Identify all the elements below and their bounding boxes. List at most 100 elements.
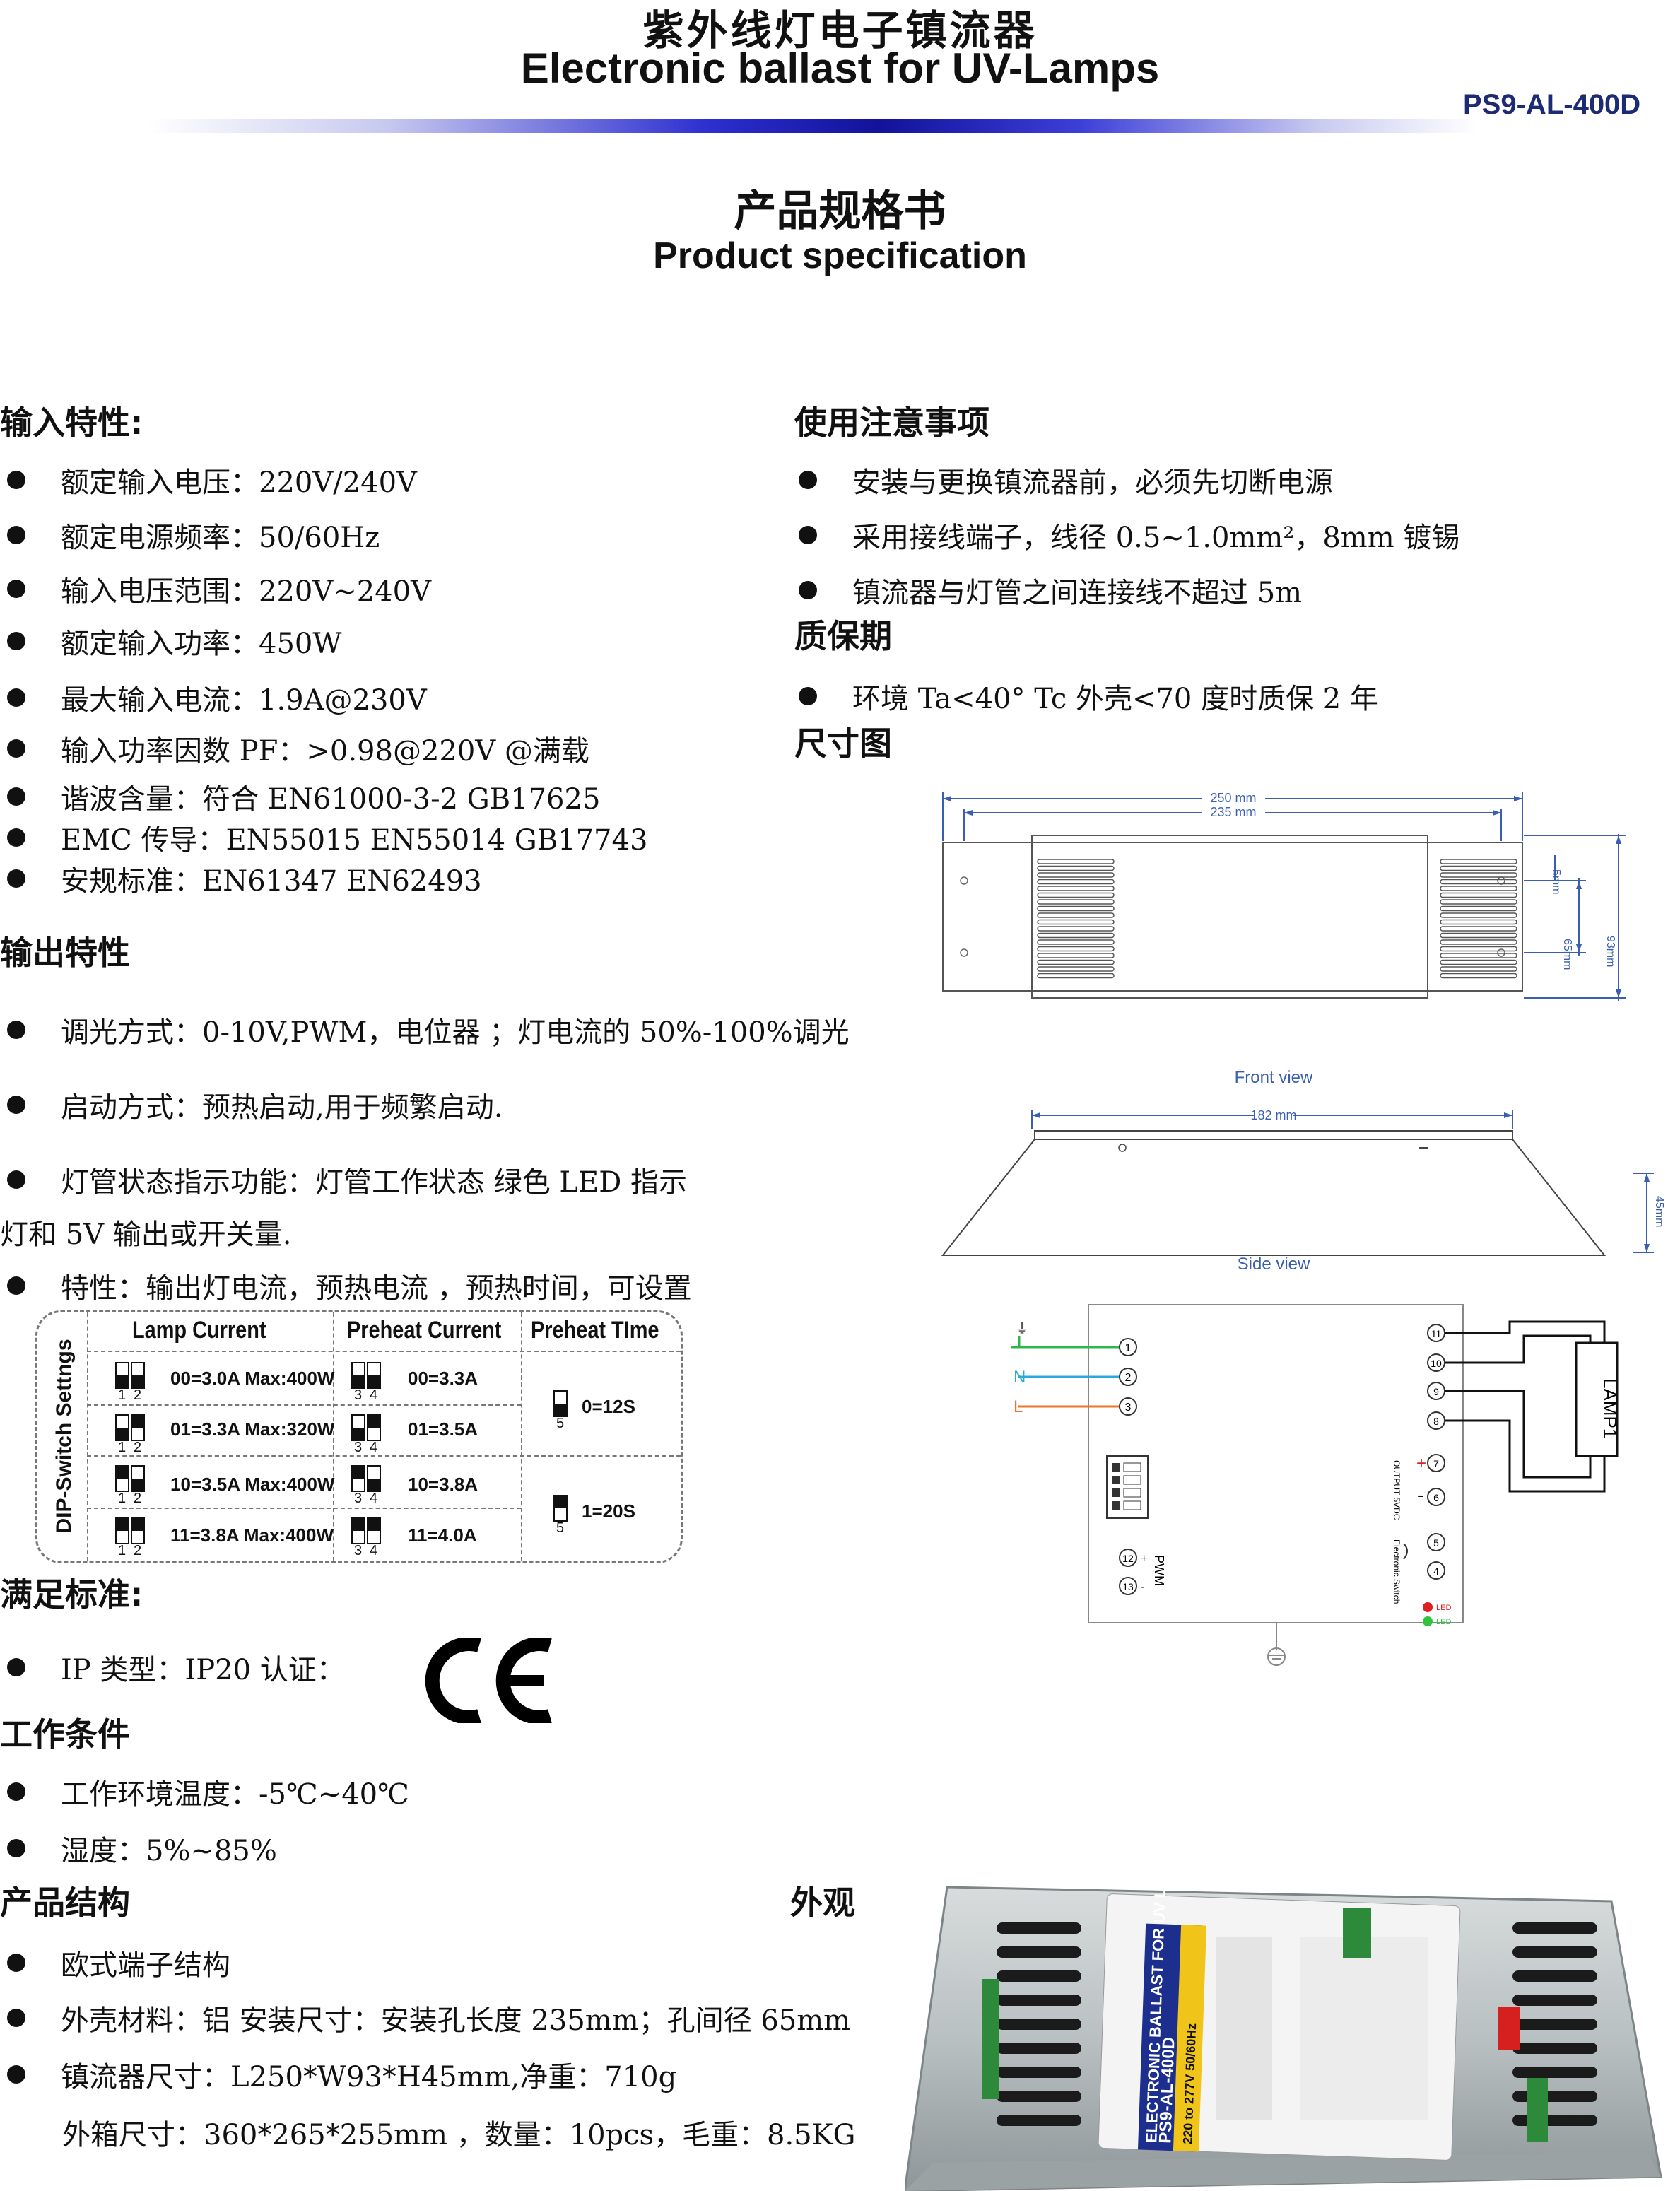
terminal-8: 8 bbox=[1433, 1416, 1439, 1427]
vent-slot bbox=[1512, 1970, 1597, 1982]
dip-switch-table: DIP-Switch Settngs Lamp Current Preheat … bbox=[35, 1310, 683, 1563]
structure-item: 外壳材料：铝 安装尺寸：安装孔长度 235mm；孔间径 65mm bbox=[7, 1997, 850, 2038]
title-en: Electronic ballast for UV-Lamps bbox=[520, 45, 1160, 92]
dip-header-lamp: Lamp Current bbox=[132, 1317, 266, 1344]
dip-side-label: DIP-Switch Settngs bbox=[52, 1339, 76, 1534]
vent-slot bbox=[997, 2019, 1081, 2030]
vent-slot bbox=[997, 1995, 1081, 2006]
vent-slot bbox=[1512, 2067, 1597, 2078]
input-heading: 输入特性: bbox=[0, 404, 143, 442]
title-cn: 紫外线灯电子镇流器 bbox=[642, 6, 1038, 54]
heatsink-fin bbox=[1440, 859, 1517, 864]
vent-slot bbox=[1512, 2019, 1597, 2030]
structure-item: 镇流器尺寸：L250*W93*H45mm,净重：710g bbox=[7, 2054, 676, 2095]
svg-text:+: + bbox=[1141, 1553, 1147, 1565]
input-item: 输入功率因数 PF：>0.98@220V @满载 bbox=[7, 728, 589, 769]
spec-title-cn: 产品规格书 bbox=[734, 187, 946, 236]
input-item: 安规标准：EN61347 EN62493 bbox=[7, 858, 482, 899]
heatsink-fin bbox=[1037, 905, 1115, 912]
conditions-heading: 工作条件 bbox=[0, 1715, 130, 1754]
input-item: 额定电源频率：50/60Hz bbox=[7, 515, 380, 556]
dip-lamp-row: 11=3.8A Max:400W bbox=[170, 1525, 334, 1546]
earth-icon: ⏚ bbox=[1015, 1321, 1029, 1337]
heatsink-fin bbox=[1037, 879, 1115, 885]
pwm-label: PWM bbox=[1152, 1555, 1166, 1586]
switch-label: Electronic Switch bbox=[1392, 1539, 1402, 1604]
heatsink-fin bbox=[1037, 912, 1115, 918]
notes-heading: 使用注意事项 bbox=[794, 404, 989, 442]
structure-heading: 产品结构 bbox=[0, 1884, 130, 1922]
output-heading: 输出特性 bbox=[0, 934, 130, 972]
heatsink-fin bbox=[1440, 886, 1517, 891]
input-item: 最大输入电流：1.9A@230V bbox=[7, 677, 427, 718]
vent-slot bbox=[1512, 1922, 1597, 1934]
heatsink-fin bbox=[1440, 872, 1517, 878]
structure-item: 欧式端子结构 bbox=[7, 1942, 230, 1983]
heatsink-fin bbox=[1440, 973, 1517, 979]
heatsink-fin bbox=[1440, 953, 1517, 958]
heatsink-fin bbox=[1440, 865, 1517, 871]
heatsink-fin bbox=[1037, 932, 1115, 939]
heatsink-fin bbox=[1440, 899, 1517, 905]
heatsink-fin bbox=[1037, 959, 1115, 965]
heatsink-fin bbox=[1440, 905, 1517, 912]
header-gradient-bar bbox=[148, 119, 1477, 133]
input-item: 额定输入功率：450W bbox=[7, 621, 341, 662]
input-item: 额定输入电压：220V/240V bbox=[7, 459, 417, 500]
heatsink-fin bbox=[1037, 953, 1115, 958]
dimension-drawing: 250 mm 235 mm 5mm 65mm 93mm Front view 1… bbox=[941, 790, 1665, 1274]
ce-mark-icon bbox=[425, 1638, 552, 1723]
heatsink-fin bbox=[1037, 966, 1115, 972]
vent-slot bbox=[1512, 2091, 1597, 2102]
terminal-1: 1 bbox=[1125, 1342, 1132, 1354]
heatsink-fin bbox=[1440, 939, 1517, 945]
led-red-label: LED bbox=[1436, 1604, 1451, 1612]
dim-45-label: 45mm bbox=[1653, 1196, 1665, 1227]
dim-182-label: 182 mm bbox=[1250, 1108, 1296, 1122]
front-view-label: Front view bbox=[1235, 1068, 1313, 1087]
terminal-3: 3 bbox=[1125, 1402, 1132, 1414]
vent-slot bbox=[997, 2091, 1081, 2102]
standards-item: IP 类型：IP20 认证： bbox=[7, 1647, 345, 1688]
conditions-item: 湿度：5%~85% bbox=[7, 1828, 277, 1869]
spec-title-en: Product specification bbox=[653, 235, 1027, 276]
terminal-12: 12 bbox=[1122, 1553, 1134, 1564]
heatsink-fin bbox=[1037, 865, 1115, 871]
terminal-7: 7 bbox=[1433, 1458, 1439, 1469]
heatsink-fin bbox=[1037, 892, 1115, 898]
dimensions-heading: 尺寸图 bbox=[794, 724, 892, 763]
dim-5-label: 5mm bbox=[1550, 869, 1562, 895]
heatsink-fin bbox=[1037, 926, 1115, 932]
dim-93-label: 93mm bbox=[1604, 936, 1616, 967]
terminal-10: 10 bbox=[1431, 1358, 1442, 1369]
heatsink-fin bbox=[1037, 919, 1115, 925]
svg-text:-: - bbox=[1418, 1484, 1424, 1505]
dip-header-preheat-time: Preheat TIme bbox=[531, 1317, 659, 1344]
dip-header-preheat-current: Preheat Current bbox=[347, 1317, 502, 1344]
dip-preheat-row: 11=4.0A bbox=[408, 1525, 477, 1546]
terminal-11: 11 bbox=[1431, 1328, 1442, 1339]
terminal-4: 4 bbox=[1433, 1566, 1439, 1577]
dip-preheat-row: 01=3.5A bbox=[408, 1418, 478, 1440]
heatsink-fin bbox=[1037, 973, 1115, 979]
appearance-heading: 外观 bbox=[790, 1884, 855, 1922]
svg-text:+: + bbox=[1416, 1454, 1426, 1473]
heatsink-fin bbox=[1440, 959, 1517, 965]
dip-lamp-row: 00=3.0A Max:400W bbox=[170, 1368, 335, 1389]
vent-slot bbox=[1512, 1995, 1597, 2006]
heatsink-fin bbox=[1440, 912, 1517, 918]
output-item: 灯管状态指示功能：灯管工作状态 绿色 LED 指示 bbox=[7, 1159, 687, 1200]
standards-heading: 满足标准: bbox=[0, 1575, 143, 1614]
live-label: L bbox=[1014, 1397, 1023, 1416]
led-green-label: LED bbox=[1436, 1618, 1451, 1626]
vent-slot bbox=[997, 2043, 1081, 2054]
photo-label-line2: PS9-AL-400D bbox=[1156, 2037, 1178, 2144]
structure-continuation: 外箱尺寸：360*265*255mm ，数量：10pcs，毛重：8.5KG bbox=[62, 2119, 856, 2151]
model-number: PS9-AL-400D bbox=[1463, 89, 1641, 120]
output-continuation: 灯和 5V 输出或开关量. bbox=[0, 1218, 292, 1251]
dip-time-row: 0=12S bbox=[582, 1396, 635, 1417]
terminal-5: 5 bbox=[1433, 1537, 1439, 1549]
notes-item: 镇流器与灯管之间连接线不超过 5m bbox=[799, 570, 1302, 611]
terminal-13: 13 bbox=[1122, 1581, 1134, 1592]
dim-65-label: 65mm bbox=[1561, 939, 1573, 970]
